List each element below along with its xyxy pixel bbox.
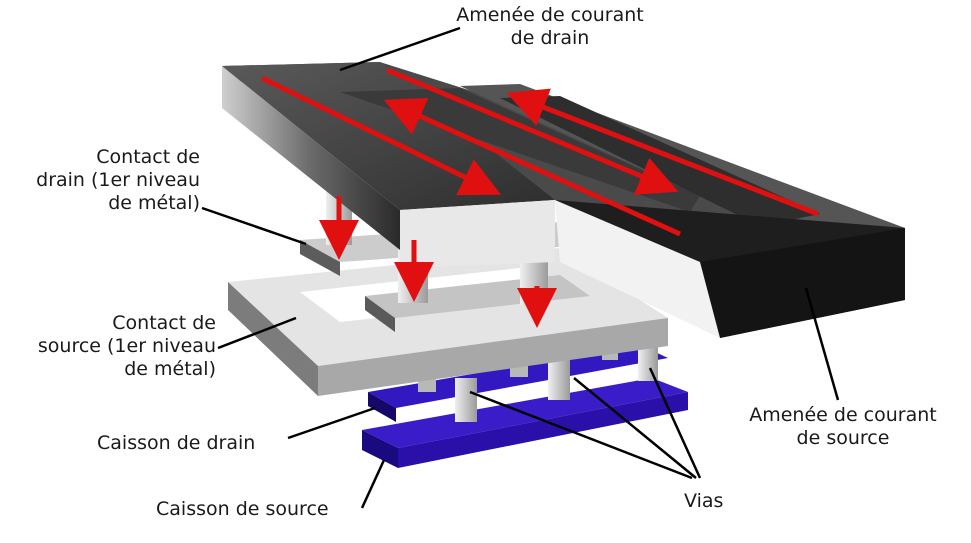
label-source-current-line1: Amenée de courant bbox=[749, 404, 937, 426]
label-source-well: Caisson de source bbox=[156, 498, 329, 520]
label-source-current: Amenée de courant de source bbox=[728, 404, 958, 450]
label-source-contact: Contact de source (1er niveau de métal) bbox=[10, 312, 216, 381]
label-drain-contact-line1: Contact de bbox=[96, 146, 200, 168]
label-vias: Vias bbox=[684, 490, 724, 512]
label-source-current-line2: de source bbox=[796, 427, 890, 449]
label-drain-well: Caisson de drain bbox=[97, 432, 256, 454]
label-source-contact-line2: source (1er niveau bbox=[37, 335, 216, 357]
label-drain-contact-line2: drain (1er niveau bbox=[36, 169, 200, 191]
label-drain-contact-line3: de métal) bbox=[108, 192, 200, 214]
label-drain-current-line1: Amenée de courant bbox=[456, 4, 644, 26]
label-drain-contact: Contact de drain (1er niveau de métal) bbox=[20, 146, 200, 215]
label-drain-current: Amenée de courant de drain bbox=[440, 4, 660, 50]
label-source-contact-line3: de métal) bbox=[124, 358, 216, 380]
current-arrows bbox=[260, 67, 819, 328]
label-drain-current-line2: de drain bbox=[510, 27, 590, 49]
leader-lines bbox=[201, 26, 840, 509]
label-source-contact-line1: Contact de bbox=[112, 312, 216, 334]
